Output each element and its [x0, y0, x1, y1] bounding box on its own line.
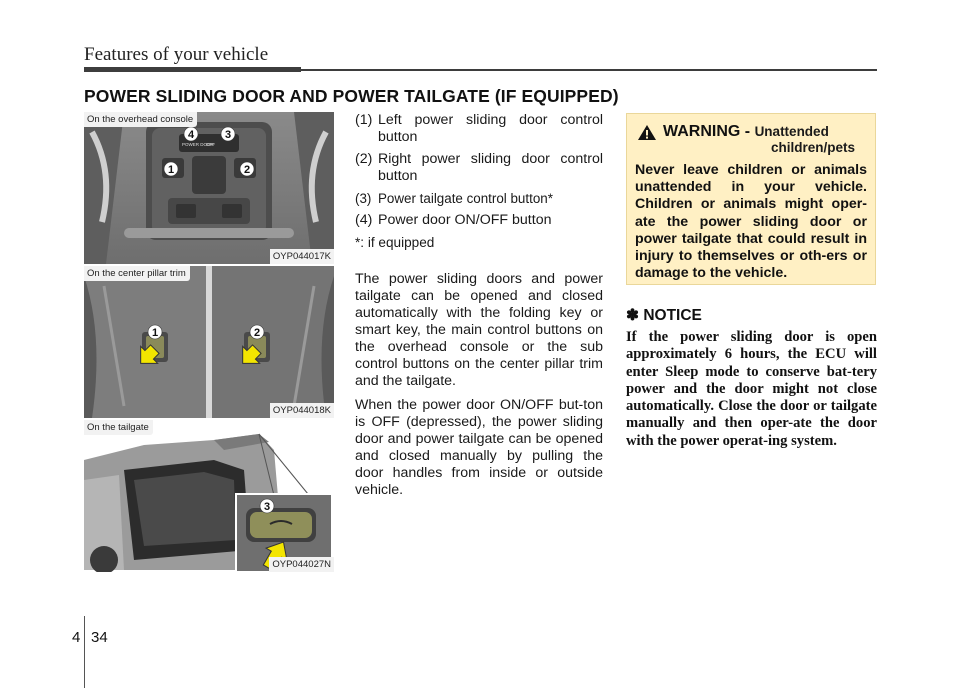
page-number: 34: [91, 629, 108, 646]
warning-triangle-icon: [638, 125, 656, 140]
callout-4: 4: [183, 126, 199, 142]
svg-text:1: 1: [168, 164, 174, 176]
header-title: Features of your vehicle: [84, 44, 269, 65]
paragraph: The power sliding doors and power tailga…: [355, 271, 603, 389]
header-rule-thick: [84, 67, 301, 72]
warning-subtitle-2: children/pets: [770, 140, 855, 155]
svg-text:4: 4: [188, 129, 195, 141]
callout-1: 1: [163, 161, 179, 177]
list-item: (3) Power tailgate control button*: [355, 191, 553, 206]
callout-2: 2: [239, 161, 255, 177]
photo-code-overhead: OYP044017K: [269, 249, 334, 264]
tailgate-image: 3: [84, 420, 334, 572]
list-item: (2) Right power sliding door control but…: [355, 151, 603, 184]
svg-text:2: 2: [244, 164, 250, 176]
svg-text:1: 1: [152, 327, 158, 339]
footer-divider: [84, 616, 85, 688]
chapter-number: 4: [72, 629, 81, 646]
list-item: (1) Left power sliding door control butt…: [355, 112, 603, 145]
photo-center-pillar: 1 2 On the center pillar trim OYP044018K: [84, 266, 334, 418]
photo-code-pillar: OYP044018K: [269, 403, 334, 418]
photo-label-overhead: On the overhead console: [84, 112, 198, 127]
footnote: *: if equipped: [355, 235, 435, 250]
svg-text:3: 3: [225, 129, 231, 141]
arrow-pillar-1: [140, 344, 160, 364]
section-title: POWER SLIDING DOOR AND POWER TAILGATE (I…: [84, 86, 619, 106]
callout-pillar-2: 2: [249, 324, 265, 340]
svg-text:2: 2: [254, 327, 260, 339]
photo-code-tailgate: OYP044027N: [269, 557, 334, 572]
description-column: (1) Left power sliding door control butt…: [355, 112, 603, 506]
center-pillar-image: 1 2: [84, 266, 334, 418]
callout-tailgate-3: 3: [259, 498, 275, 514]
off-label: OFF: [206, 142, 215, 147]
list-item: (4) Power door ON/OFF button: [355, 212, 552, 228]
overhead-console-image: POWER DOOR OFF 4 3 1 2: [84, 112, 334, 264]
warning-subtitle: Unattended: [754, 124, 829, 139]
photo-tailgate: 3 On the tailgate OYP044027N: [84, 420, 334, 572]
notice-star-icon: ✽: [626, 307, 639, 324]
paragraph: When the power door ON/OFF but-ton is OF…: [355, 397, 603, 498]
notice-title: ✽ NOTICE: [626, 306, 702, 325]
arrow-pillar-2: [242, 344, 262, 364]
svg-text:3: 3: [264, 501, 270, 513]
photo-label-pillar: On the center pillar trim: [84, 266, 190, 281]
warning-title: WARNING -: [663, 123, 751, 140]
notice-label: NOTICE: [643, 307, 702, 324]
callout-3: 3: [220, 126, 236, 142]
warning-header: WARNING - Unattended: [637, 123, 867, 141]
photo-overhead-console: POWER DOOR OFF 4 3 1 2 On the overhead c…: [84, 112, 334, 264]
callout-pillar-1: 1: [147, 324, 163, 340]
notice-body: If the power sliding door is open approx…: [626, 329, 877, 449]
photo-label-tailgate: On the tailgate: [84, 420, 153, 435]
power-door-label: POWER DOOR: [182, 142, 215, 147]
warning-box: WARNING - Unattended children/pets Never…: [626, 113, 876, 285]
warning-body: Never leave children or animals unattend…: [635, 162, 867, 282]
header-rule-thin: [301, 69, 877, 71]
